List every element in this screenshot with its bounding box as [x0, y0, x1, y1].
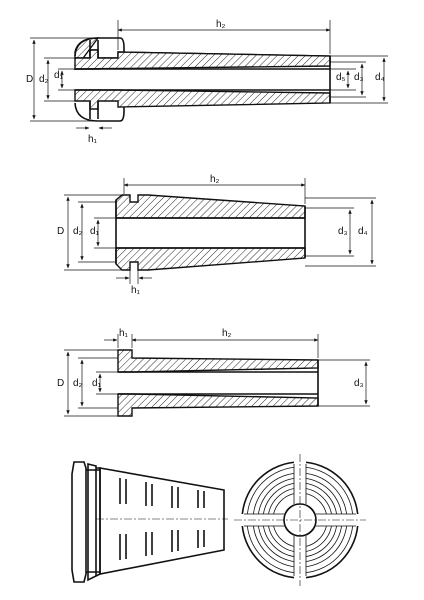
fig3-lower-wall — [117, 393, 319, 417]
figure-5-front-view — [234, 454, 366, 586]
fig1-shell-bottom — [74, 89, 331, 110]
fig1-d4-label: d₄ — [375, 72, 385, 83]
fig4-flange — [71, 461, 87, 583]
fig1-D-label: D — [26, 74, 33, 85]
figure-3-flanged-grommet: h₁ h₂ D d₂ d₁ d₃ — [57, 328, 370, 417]
fig1-d5-label: d₅ — [336, 72, 346, 83]
fig2-d3-label: d₃ — [338, 226, 348, 237]
fig1-h1-label: h₁ — [88, 134, 98, 145]
fig1-head-slot — [89, 40, 99, 119]
fig3-h2-label: h₂ — [222, 328, 232, 339]
fig2-d2-label: d₂ — [73, 226, 83, 237]
fig1-d1-label: d₁ — [54, 70, 64, 81]
fig3-d1-label: d₁ — [92, 378, 102, 389]
fig4-slots — [119, 478, 205, 560]
fig4-cone-body — [99, 467, 225, 575]
fig4-rings — [87, 462, 101, 582]
fig1-d3-label: d₃ — [354, 72, 364, 83]
fig2-upper-wall — [115, 194, 306, 219]
fig3-d2-label: d₂ — [73, 378, 83, 389]
fig1-head-outline — [74, 37, 125, 122]
figure-4-side-view — [71, 461, 228, 583]
fig2-h1-label: h₁ — [131, 285, 141, 296]
figure-1-slotted-head-grommet: h₂ D d₂ d₁ d₅ d₃ d₄ h₁ — [26, 19, 388, 145]
fig2-d1-label: d₁ — [90, 226, 100, 237]
fig4-ring-edges — [86, 469, 100, 573]
fig5-slot-edges — [244, 464, 356, 576]
fig3-h1-label: h₁ — [119, 328, 129, 339]
fig3-d3-label: d₃ — [354, 378, 364, 389]
fig2-h2-label: h₂ — [210, 174, 220, 185]
fig2-d4-label: d₄ — [358, 226, 368, 237]
fig3-D-label: D — [57, 378, 64, 389]
fig1-shell-top — [74, 49, 331, 70]
fig2-D-label: D — [57, 226, 64, 237]
fig1-d2-label: d₂ — [39, 74, 49, 85]
figure-2-grooved-grommet: h₂ D d₂ d₁ d₃ d₄ h₁ — [57, 174, 376, 296]
fig3-upper-wall — [117, 349, 319, 373]
fig2-lower-wall — [115, 247, 306, 271]
fig1-h2-label: h₂ — [216, 19, 226, 30]
